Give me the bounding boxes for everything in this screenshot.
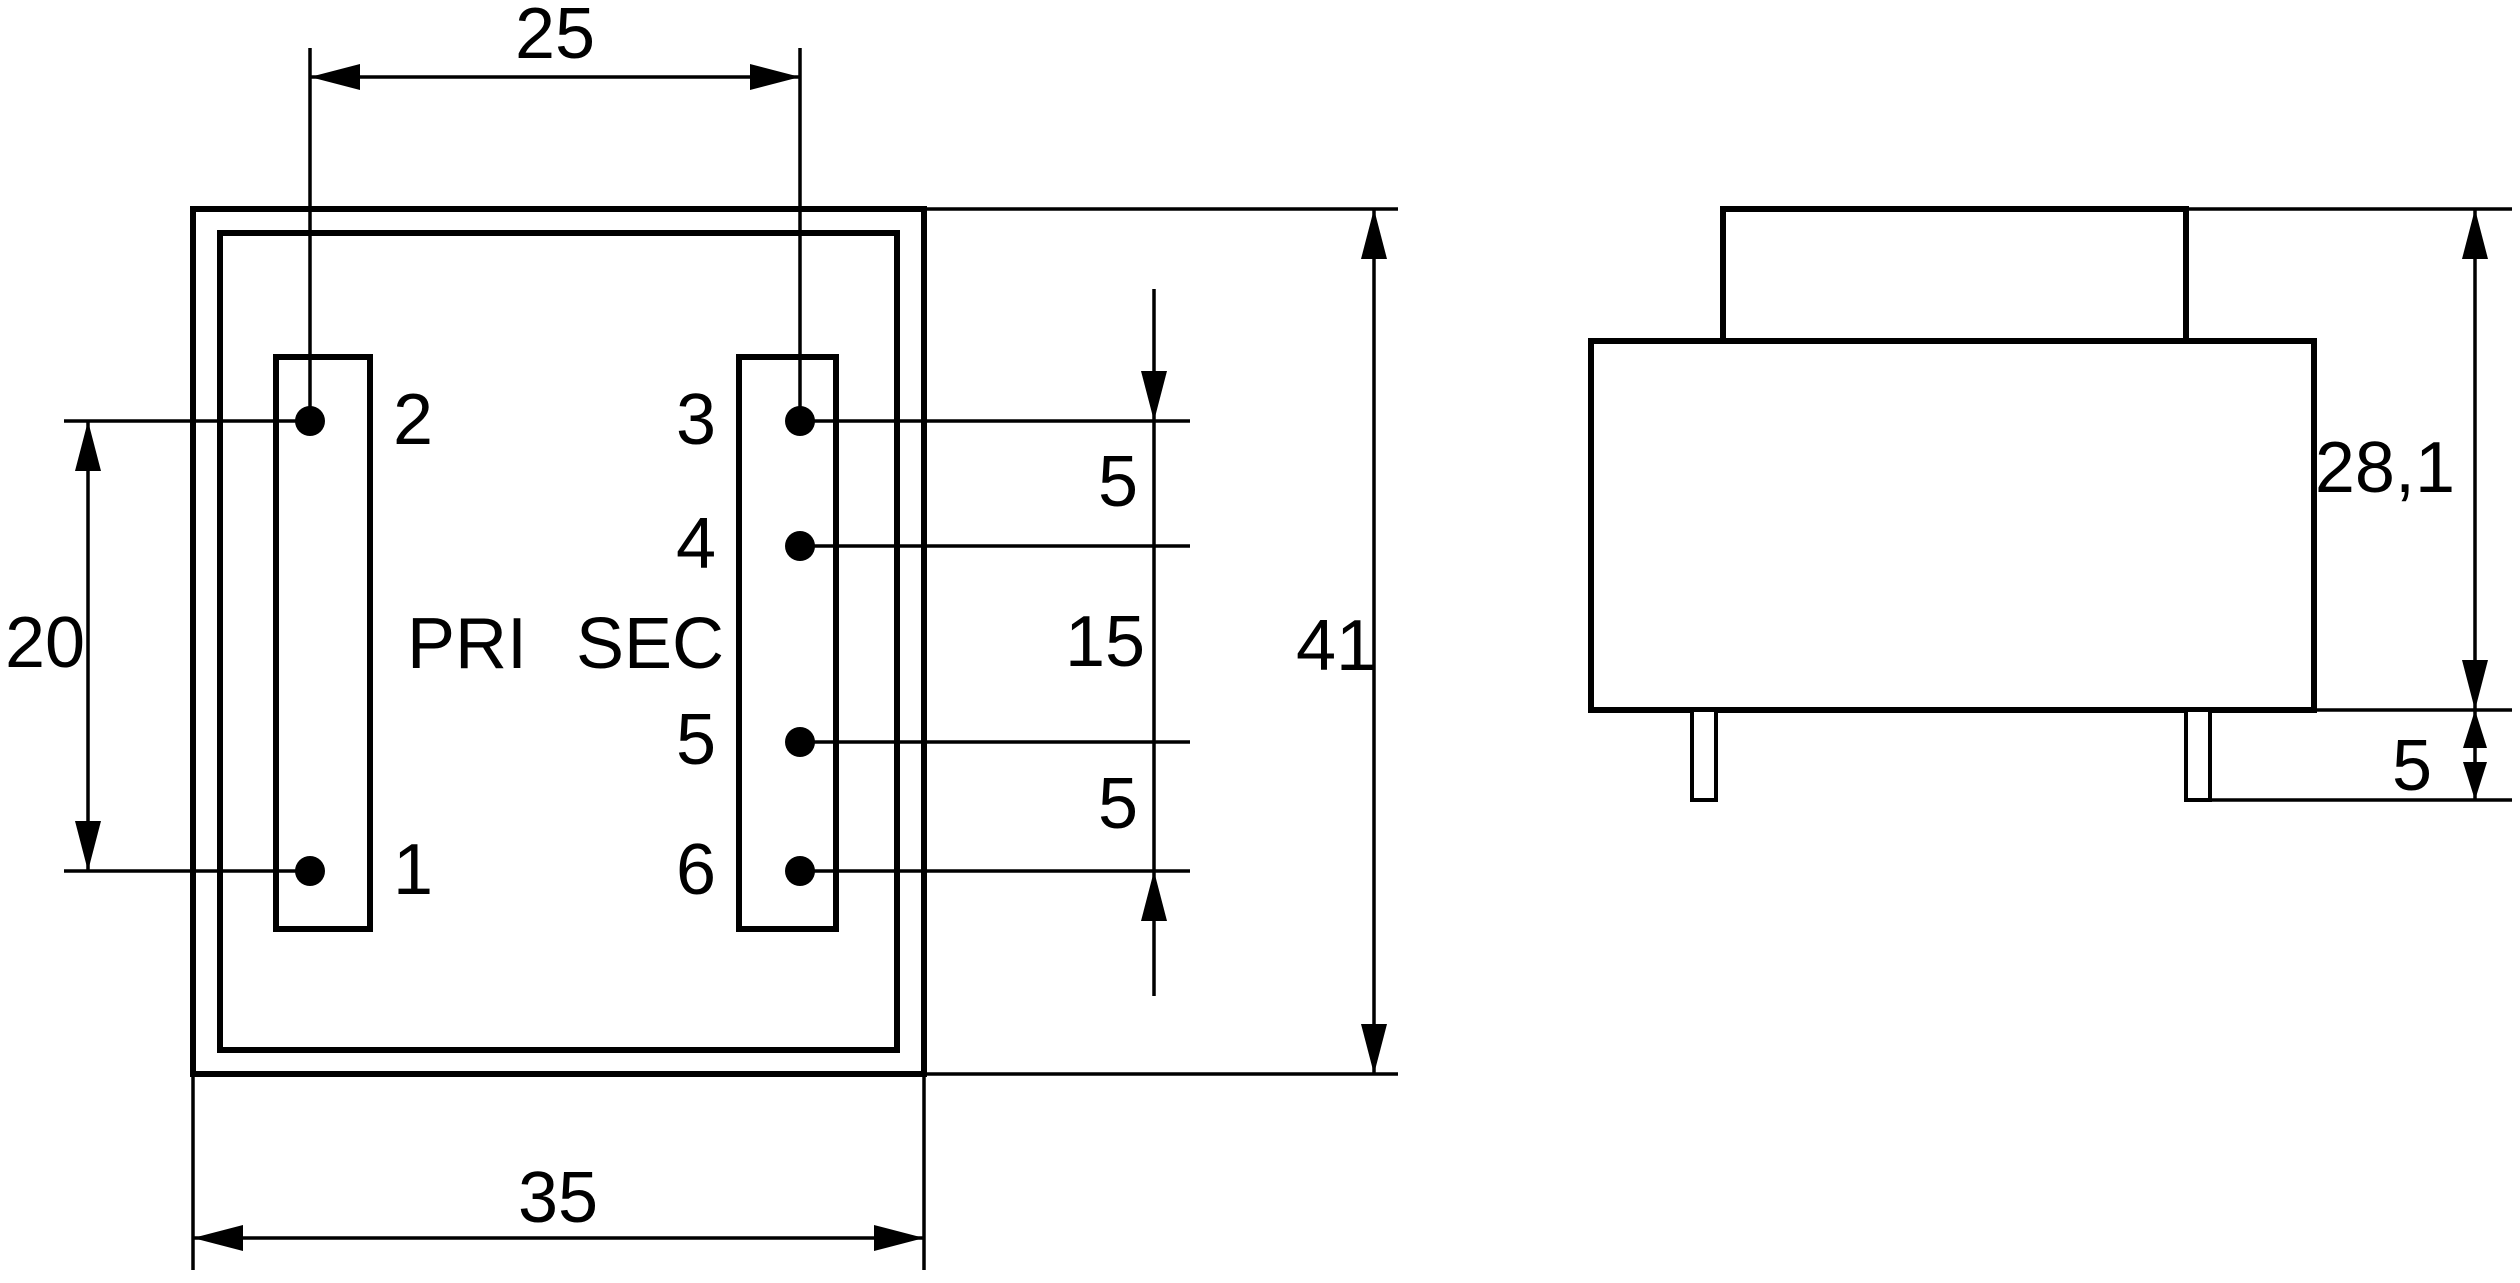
pin4-label: 4 xyxy=(676,504,716,584)
arrowhead-down-icon xyxy=(2463,762,2487,800)
arrowhead-up-icon xyxy=(1361,209,1387,259)
arrowhead-down-icon xyxy=(1361,1024,1387,1074)
side-view-right-pin xyxy=(2184,708,2212,802)
pin5-pad xyxy=(785,727,815,757)
pin3-label: 3 xyxy=(676,380,716,460)
dim-sec-pitch-bottom-label: 5 xyxy=(1098,764,1138,844)
pin6-pad xyxy=(785,856,815,886)
pin1-pad xyxy=(295,856,325,886)
dim-sec-pitch-mid-label: 15 xyxy=(1065,602,1145,682)
arrowhead-left-icon xyxy=(193,1225,243,1251)
primary-pin-strip xyxy=(273,354,373,932)
arrowhead-up-icon xyxy=(1141,871,1167,921)
dim-sec-pitch-top-label: 5 xyxy=(1098,442,1138,522)
pin5-label: 5 xyxy=(676,700,716,780)
pin3-pad xyxy=(785,406,815,436)
pin4-pad xyxy=(785,531,815,561)
side-view-left-pin xyxy=(1690,708,1718,802)
arrowhead-down-icon xyxy=(2462,660,2488,710)
arrowhead-up-icon xyxy=(2463,710,2487,748)
dim-pin-length-label: 5 xyxy=(2392,726,2432,806)
arrowhead-down-icon xyxy=(1141,371,1167,421)
side-view-top-cap xyxy=(1720,206,2189,344)
dim-right-height-label: 41 xyxy=(1296,606,1376,686)
dim-top-width-label: 25 xyxy=(515,0,595,74)
pin2-label: 2 xyxy=(393,380,433,460)
arrowhead-up-icon xyxy=(2462,209,2488,259)
secondary-pin-strip xyxy=(736,354,839,932)
dim-body-height-label: 28,1 xyxy=(2315,428,2455,508)
arrowhead-down-icon xyxy=(75,821,101,871)
dim-left-pitch-label: 20 xyxy=(5,603,85,683)
side-view-body xyxy=(1588,338,2317,713)
arrowhead-right-icon xyxy=(874,1225,924,1251)
top-view: 25 20 35 41 5 15 5 2 1 3 4 5 6 PRI SEC xyxy=(5,0,1398,1270)
pin1-label: 1 xyxy=(393,830,433,910)
pin6-label: 6 xyxy=(676,830,716,910)
side-view: 28,1 5 xyxy=(1588,206,2512,806)
winding-primary-label: PRI xyxy=(407,604,527,684)
winding-secondary-label: SEC xyxy=(576,604,724,684)
arrowhead-right-icon xyxy=(750,64,800,90)
pin2-pad xyxy=(295,406,325,436)
dim-bottom-width-label: 35 xyxy=(518,1158,598,1238)
arrowhead-up-icon xyxy=(75,421,101,471)
arrowhead-left-icon xyxy=(310,64,360,90)
